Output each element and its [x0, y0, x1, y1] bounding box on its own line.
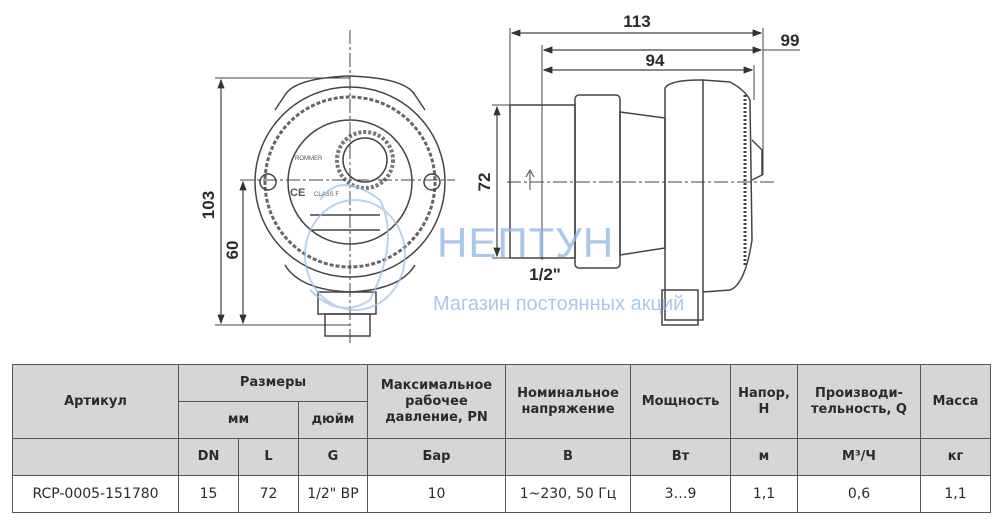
unit-voltage: В: [505, 438, 631, 476]
cell-dn: 15: [178, 475, 239, 513]
unit-g: G: [298, 438, 368, 476]
table-row: RCP-0005-151780 15 72 1/2" ВР 10 1~230, …: [12, 475, 991, 513]
cell-head: 1,1: [730, 475, 798, 513]
watermark-name: НЕПТУН: [437, 219, 614, 266]
unit-l: L: [238, 438, 299, 476]
unit-dn: DN: [178, 438, 239, 476]
dim-72: 72: [475, 173, 494, 192]
dim-60: 60: [223, 241, 242, 260]
dim-99: 99: [781, 31, 800, 50]
dim-thread: 1/2": [529, 265, 561, 284]
cell-g: 1/2" ВР: [298, 475, 368, 513]
cell-pressure: 10: [367, 475, 506, 513]
unit-power: Вт: [630, 438, 731, 476]
header-flow: Производи-тельность, Q: [797, 364, 921, 439]
unit-pressure: Бар: [367, 438, 506, 476]
spec-table: Артикул Размеры Максимальное рабочее дав…: [12, 364, 991, 513]
header-mm: мм: [178, 401, 299, 439]
header-pressure: Максимальное рабочее давление, PN: [367, 364, 506, 439]
header-article-blank: [12, 438, 179, 476]
header-mass: Масса: [920, 364, 991, 439]
technical-drawing: ROMMER CE CLASS F 103 60 113 99 94 72 1/…: [199, 12, 800, 345]
header-sizes: Размеры: [178, 364, 368, 402]
cell-flow: 0,6: [797, 475, 921, 513]
cell-article: RCP-0005-151780: [12, 475, 179, 513]
header-power: Мощность: [630, 364, 731, 439]
unit-mass: кг: [920, 438, 991, 476]
plate-ce: CE: [290, 187, 305, 199]
dim-113: 113: [623, 12, 650, 31]
cell-voltage: 1~230, 50 Гц: [505, 475, 631, 513]
header-inch: дюйм: [298, 401, 368, 439]
dim-103: 103: [199, 191, 218, 219]
front-view: [215, 30, 455, 345]
plate-brand: ROMMER: [295, 156, 323, 162]
unit-head: м: [730, 438, 798, 476]
dim-94: 94: [646, 51, 665, 70]
header-head: Напор, H: [730, 364, 798, 439]
header-voltage: Номинальное напряжение: [505, 364, 631, 439]
plate-class: CLASS F: [314, 192, 339, 198]
cell-mass: 1,1: [920, 475, 991, 513]
header-article: Артикул: [12, 364, 179, 439]
watermark-slogan: Магазин постоянных акций: [433, 293, 684, 315]
cell-l: 72: [238, 475, 299, 513]
watermark-logo: [304, 184, 406, 311]
cell-power: 3…9: [630, 475, 731, 513]
unit-flow: М³/Ч: [797, 438, 921, 476]
side-view: [492, 28, 800, 326]
